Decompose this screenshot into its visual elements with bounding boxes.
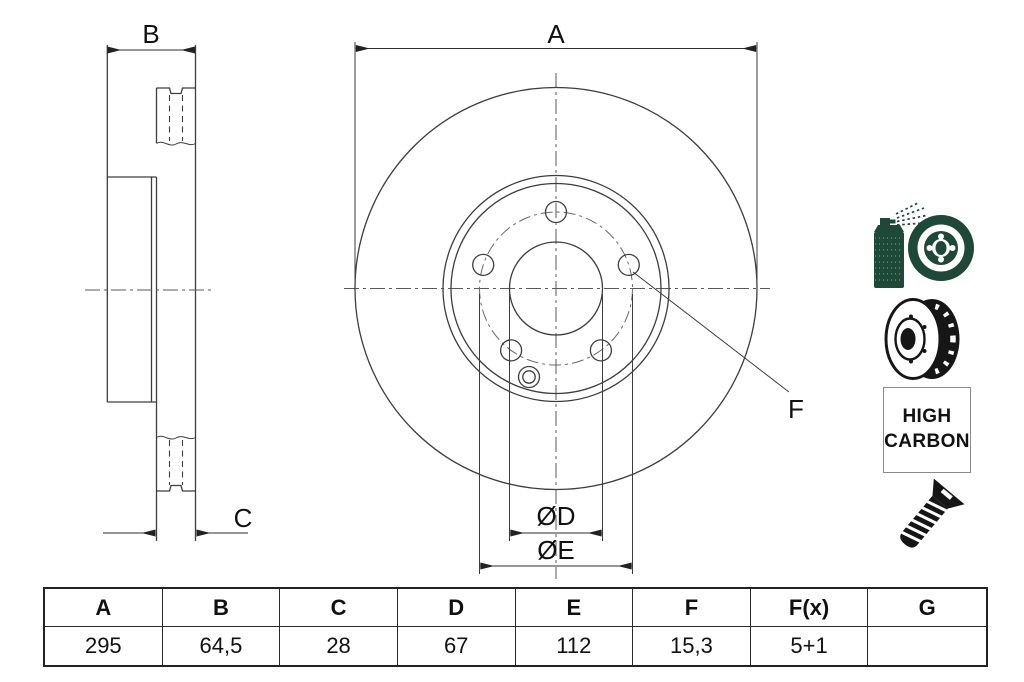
table-value-c: 28 [280, 627, 398, 665]
high-carbon-line1: HIGH [902, 406, 952, 428]
dimension-label-f: F [788, 394, 804, 424]
front-view: A F ØD ØE [344, 19, 804, 579]
table-value-f: 15,3 [633, 627, 751, 665]
high-carbon-line2: CARBON [884, 431, 970, 452]
table-value-d: 67 [398, 627, 516, 665]
table-value-a: 295 [45, 627, 163, 665]
leader-line-f [632, 271, 790, 393]
table-header-f: F [633, 589, 751, 627]
dimension-table: A B C D E F F(x) G 295 64,5 28 67 112 15… [43, 587, 988, 667]
spray-coated-disc-icon [874, 202, 974, 288]
high-carbon-badge: HIGH CARBON [883, 387, 971, 473]
table-header-c: C [280, 589, 398, 627]
dimension-label-c: C [234, 503, 253, 533]
table-value-b: 64,5 [163, 627, 281, 665]
table-header-b: B [162, 589, 281, 627]
dimension-label-e: ØE [537, 535, 575, 565]
dimension-label-b: B [142, 19, 159, 49]
dimension-label-d: ØD [537, 501, 576, 531]
table-header-a: A [45, 589, 163, 627]
table-header-e: E [515, 589, 634, 627]
countersunk-screw-icon [900, 478, 965, 548]
vented-disc-icon [884, 298, 960, 380]
table-value-fx: 5+1 [751, 627, 869, 665]
technical-drawing: B C [85, 19, 804, 579]
table-header-g: G [868, 589, 986, 627]
table-value-g [868, 627, 986, 665]
side-view: B C [85, 19, 252, 541]
dimension-label-a: A [547, 19, 565, 49]
table-header-fx: F(x) [750, 589, 869, 627]
table-value-e: 112 [516, 627, 634, 665]
table-header-d: D [397, 589, 516, 627]
